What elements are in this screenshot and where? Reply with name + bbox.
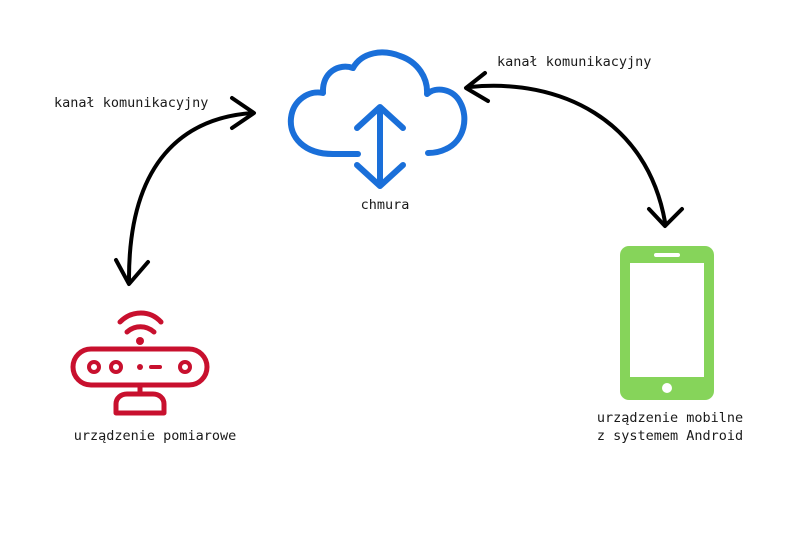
communication-arrow-left (114, 96, 256, 286)
edge-label-left: kanał komunikacyjny (54, 95, 209, 111)
edge-label-right: kanał komunikacyjny (497, 54, 652, 70)
cloud-label: chmura (360, 197, 410, 213)
measuring-device-icon (70, 310, 210, 416)
cloud-icon (287, 49, 468, 189)
smartphone-icon (620, 246, 714, 400)
mobile-device-label: urządzenie mobilne z systemem Android (565, 409, 775, 445)
mobile-device-label-line1: urządzenie mobilne (596, 410, 744, 426)
measuring-device-label: urządzenie pomiarowe (73, 428, 237, 444)
mobile-device-label-line2: z systemem Android (596, 428, 744, 444)
communication-arrow-right (464, 71, 684, 228)
